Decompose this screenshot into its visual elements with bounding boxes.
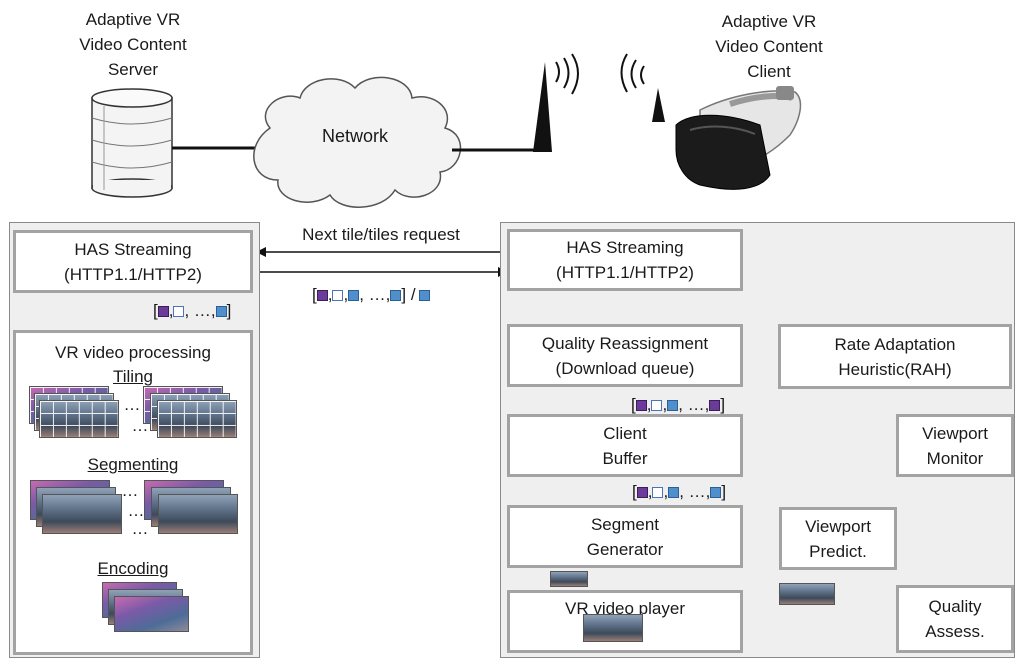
tile-blue [390,290,402,301]
rate-adaptation-box: Rate Adaptation Heuristic(RAH) [778,324,1012,389]
server-tile-sequence: [,, …,] [153,301,232,320]
tile-blue [215,306,227,317]
tile-blue [418,290,430,301]
tile-purple [316,290,328,301]
segment-thumbnail [550,571,588,587]
server-label: Adaptive VR Video Content Server [79,10,187,79]
request-label: Next tile/tiles request [302,225,460,244]
viewport-predict-box: Viewport Predict. [779,507,897,570]
response-tile-sequence: [,,, …,] / [312,284,430,306]
database-icon [91,88,173,198]
dots: … [127,501,145,520]
processing-title: VR video processing [55,343,211,362]
tile-blue [668,487,680,498]
antenna-icon [533,53,665,152]
assess-thumbnail [779,583,835,605]
tiling-label: Tiling [113,367,153,386]
network-label: Network [321,126,388,146]
dots: … [121,481,139,500]
tile-white [173,306,185,317]
tile-purple [636,487,648,498]
quality-reassignment-box: Quality Reassignment (Download queue) [507,324,743,387]
tile-frame [157,400,237,438]
client-buffer-box: Client Buffer [507,414,743,477]
tile-purple [157,306,169,317]
tile-blue [348,290,360,301]
tile-white [651,400,663,411]
vr-video-player-box: VR video player [507,590,743,653]
tile-frame [39,400,119,438]
client-label: Adaptive VR Video Content Client [715,12,823,81]
buffer-tile-sequence: [,,, …,] [632,482,727,501]
cloud-icon [253,76,462,208]
segment-generator-box: Segment Generator [507,505,743,568]
segmenting-label: Segmenting [87,455,179,474]
encoding-label: Encoding [97,559,169,578]
tile-white [332,290,344,301]
encoded-frame [114,596,189,632]
dots: … [131,519,149,538]
tile-blue [667,400,679,411]
tile-purple [635,400,647,411]
queue-tile-sequence: [,,, …,] [631,395,726,414]
dots: … [131,416,149,435]
viewport-monitor-box: Viewport Monitor [896,414,1014,477]
dots: … [123,395,141,414]
server-has-streaming-box: HAS Streaming (HTTP1.1/HTTP2) [13,230,253,293]
segment-frame [158,494,238,534]
player-thumbnail [583,614,643,642]
segment-frame [42,494,122,534]
tile-purple [709,400,721,411]
tile-white [652,487,664,498]
vr-headset-icon [675,86,802,190]
tile-blue [710,487,722,498]
quality-assess-box: Quality Assess. [896,585,1014,653]
client-has-streaming-box: HAS Streaming (HTTP1.1/HTTP2) [507,229,743,291]
